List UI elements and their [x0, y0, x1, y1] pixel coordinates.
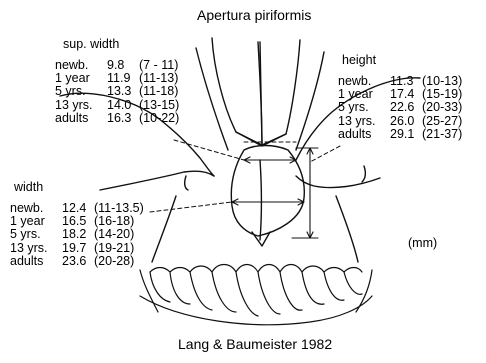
nasal-septum — [260, 160, 262, 240]
age-label: 13 yrs. — [338, 115, 376, 128]
range-value: (11-18) — [139, 85, 178, 98]
mean-value: 18.2 — [62, 228, 86, 241]
age-label: adults — [338, 128, 371, 141]
mean-value: 23.6 — [62, 255, 86, 268]
mean-value: 26.0 — [390, 115, 414, 128]
teeth — [140, 265, 372, 325]
mean-value: 19.7 — [62, 242, 86, 255]
mean-value: 13.3 — [107, 85, 131, 98]
nasal-suture — [260, 42, 262, 145]
unit-label: (mm) — [408, 237, 437, 250]
zygomatic-mark-left — [185, 176, 188, 190]
sup-width-heading: sup. width — [63, 38, 119, 51]
mean-value: 14.0 — [107, 99, 131, 112]
zygomatic-mark-right — [362, 166, 365, 182]
mean-value: 16.3 — [107, 112, 131, 125]
range-value: (19-21) — [94, 242, 134, 255]
age-label: adults — [55, 112, 88, 125]
range-value: (13-15) — [139, 99, 179, 112]
nasal-bone-right — [262, 40, 300, 145]
width-heading: width — [14, 181, 43, 194]
age-label: adults — [10, 255, 43, 268]
mean-value: 22.6 — [390, 101, 414, 114]
leader-width — [150, 202, 232, 212]
range-value: (25-27) — [422, 115, 462, 128]
range-value: (20-28) — [94, 255, 134, 268]
range-value: (10-22) — [139, 112, 179, 125]
credit-line: Lang & Baumeister 1982 — [178, 337, 332, 351]
age-label: 5 yrs. — [338, 101, 369, 114]
age-label: 5 yrs. — [10, 228, 41, 241]
maxilla-left — [152, 196, 176, 262]
cheek-right — [296, 176, 380, 188]
height-heading: height — [342, 54, 376, 67]
leader-sup-width — [174, 140, 244, 160]
age-label: 13 yrs. — [55, 99, 93, 112]
range-value: (21-37) — [422, 128, 462, 141]
age-label: 5 yrs. — [55, 85, 86, 98]
range-value: (14-20) — [94, 228, 134, 241]
maxilla-right — [336, 196, 358, 262]
range-value: (20-33) — [422, 101, 462, 114]
mean-value: 29.1 — [390, 128, 414, 141]
frontal-process-right — [296, 52, 324, 150]
nasal-bone-left — [212, 38, 262, 145]
diagram-title: Apertura piriformis — [197, 8, 311, 22]
cheek-left — [100, 171, 214, 190]
age-label: 13 yrs. — [10, 242, 48, 255]
